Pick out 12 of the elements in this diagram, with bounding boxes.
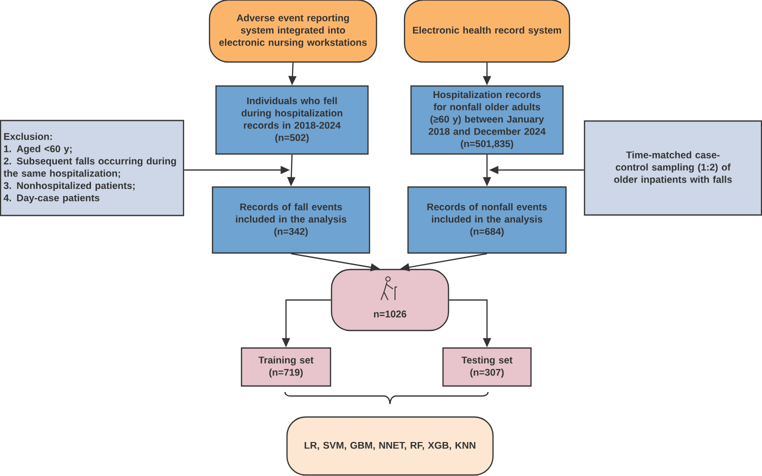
process-box: Records of nonfall events included in the analysis (n=684)	[407, 186, 567, 254]
source-capsule: Electronic health record system	[404, 0, 570, 63]
process-box: Individuals who fell during hospitalization records in 2018-2024 (n=502)	[215, 85, 369, 155]
source-capsule: Adverse event reporting system integrated into electronic nursing workstations	[208, 0, 378, 63]
note-box: Time-matched case-control sampling (1:2) of older inpatients with falls	[584, 120, 762, 216]
dataset-box: Training set (n=719)	[240, 347, 332, 387]
exclusion-box: Exclusion: 1. Aged <60 y; 2. Subsequent falls occurring during the same hospitalization; 3. Nonhospitalized patients; 4. Day-case patients	[0, 120, 184, 216]
model-capsule: LR, SVM, GBM, NNET, RF, XGB, KNN	[286, 416, 494, 476]
process-box: Hospitalization records for nonfall older adults (≥60 y) between January 2018 and December 2024 (n=501,835)	[410, 85, 564, 155]
process-box: Records of fall events included in the analysis (n=342)	[212, 186, 370, 254]
dataset-box: Testing set (n=307)	[442, 347, 532, 387]
cohort-capsule: n=1026	[330, 268, 450, 332]
